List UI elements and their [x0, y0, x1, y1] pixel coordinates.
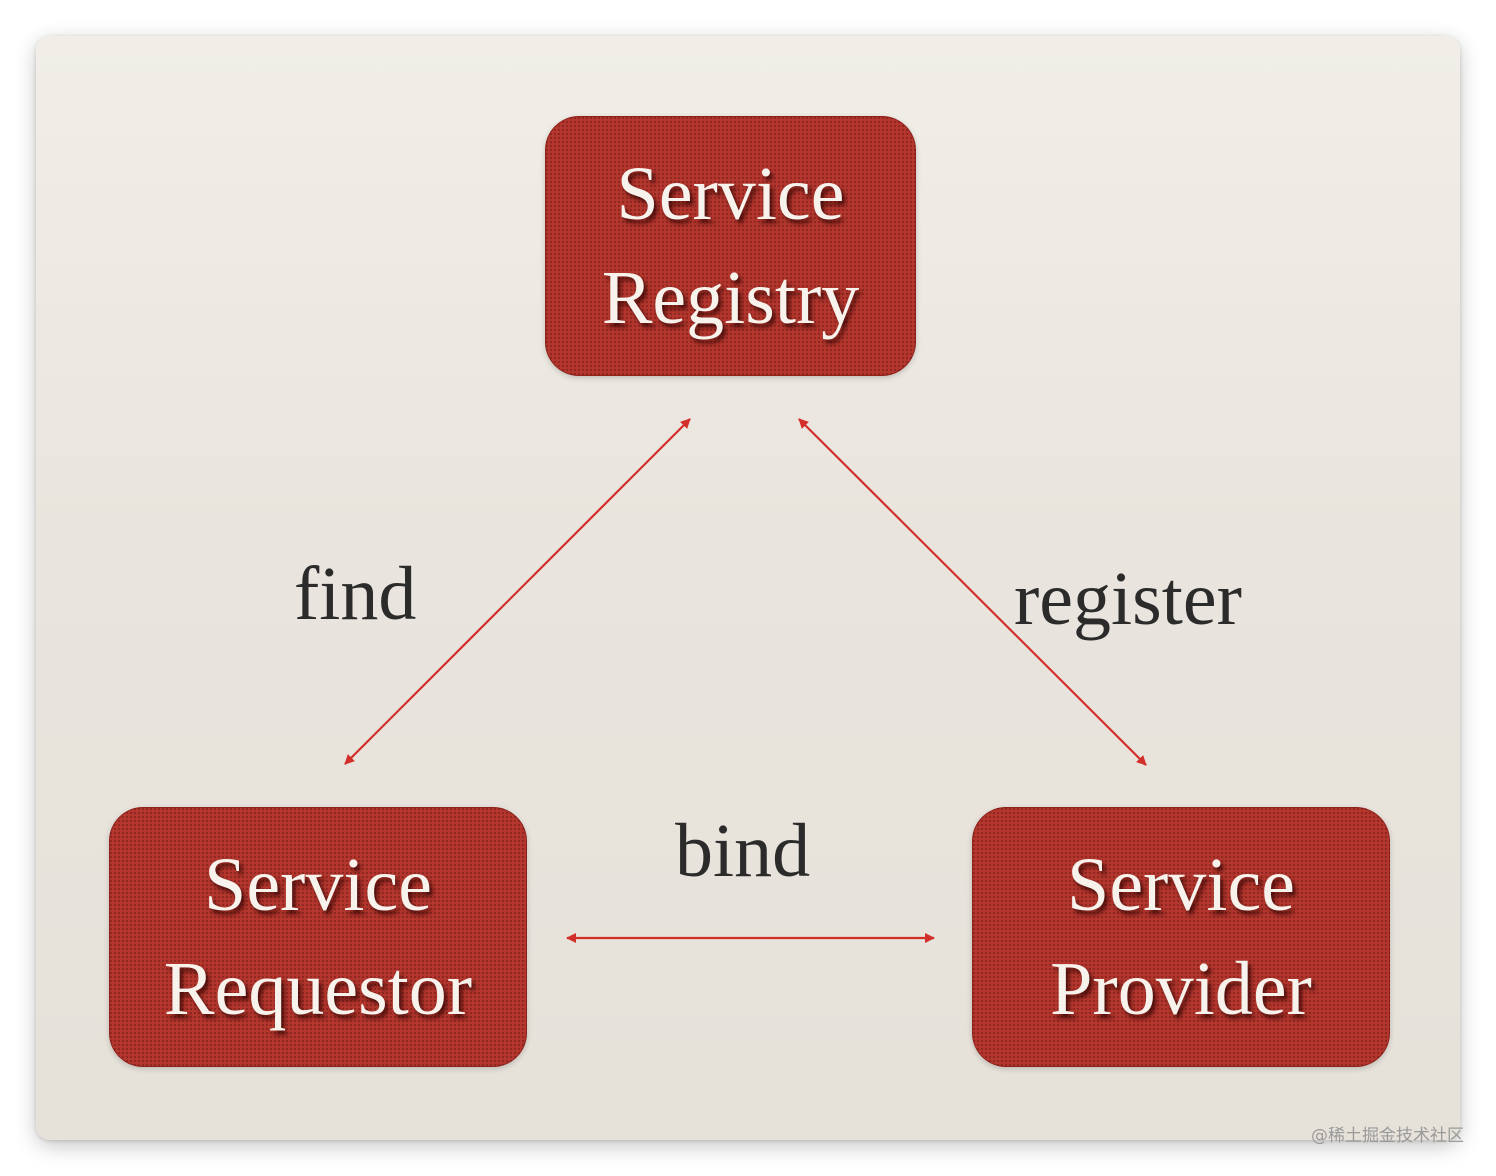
- service-provider-node: Service Provider: [972, 807, 1390, 1067]
- service-requestor-line1: Service: [204, 843, 432, 927]
- find-label: find: [294, 552, 417, 636]
- service-registry-line2: Registry: [601, 256, 860, 340]
- register-label: register: [1014, 557, 1242, 641]
- find-arrow: [344, 418, 691, 765]
- arrows-layer: [344, 418, 1147, 943]
- service-provider-line1: Service: [1067, 843, 1295, 927]
- watermark-text: @稀土掘金技术社区: [1311, 1126, 1464, 1146]
- service-provider-line2: Provider: [1050, 947, 1312, 1031]
- service-requestor-line2: Requestor: [163, 947, 473, 1031]
- diagram-slide: Service Registry Service Requestor Servi…: [36, 36, 1460, 1140]
- service-registry-node: Service Registry: [545, 116, 916, 376]
- bind-label: bind: [675, 809, 811, 893]
- service-registry-line1: Service: [616, 152, 845, 236]
- register-arrow: [798, 418, 1147, 766]
- service-requestor-node: Service Requestor: [109, 807, 527, 1067]
